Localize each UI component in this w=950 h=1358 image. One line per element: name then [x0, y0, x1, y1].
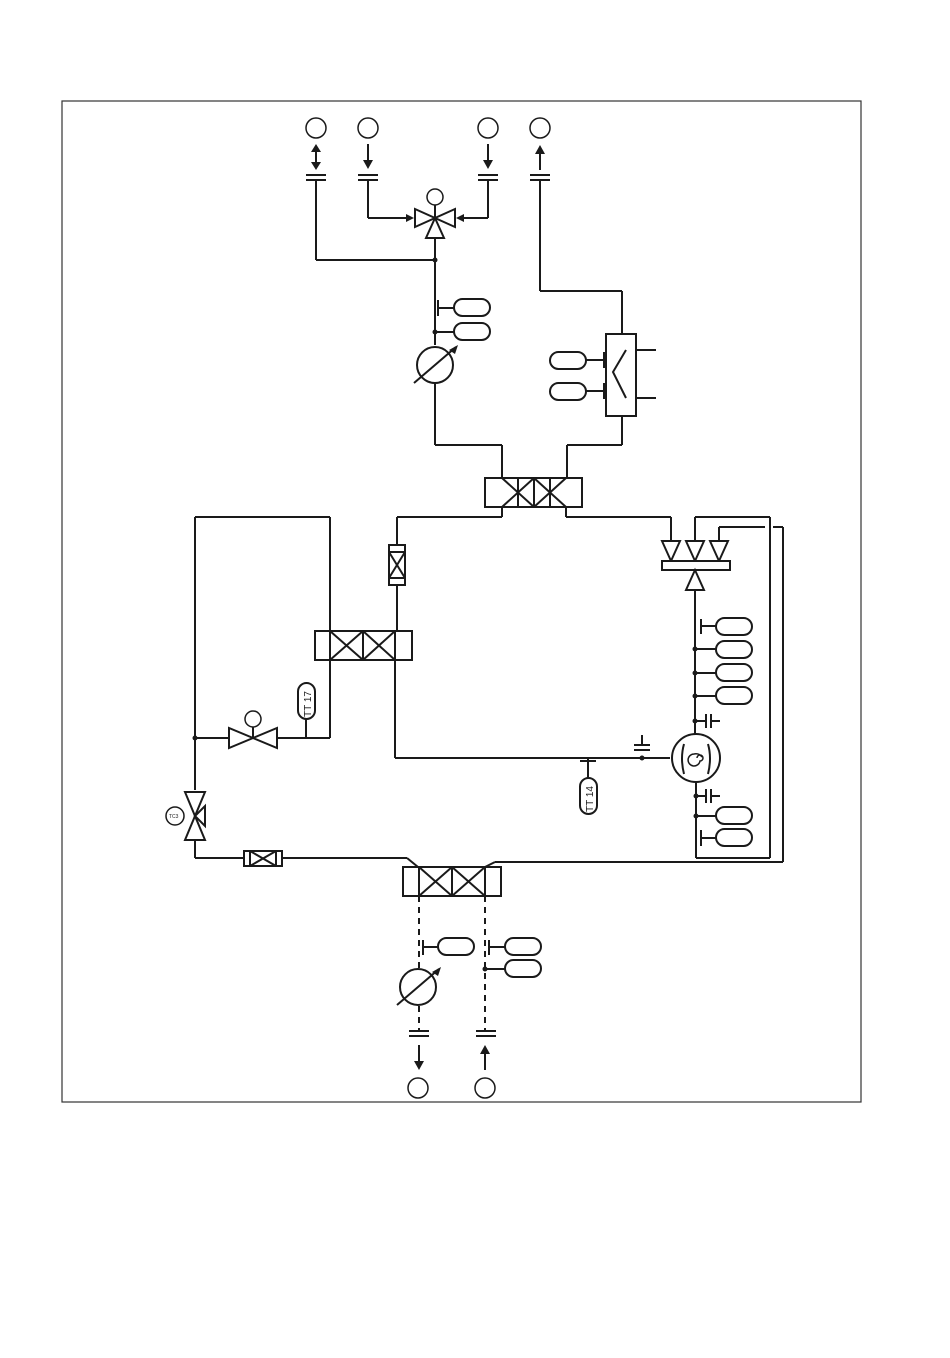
sensor-bulb — [550, 352, 586, 369]
sensor-bulb — [716, 641, 752, 658]
temperature-sensor-tt14: TT 14 — [580, 758, 597, 814]
instrument-group-top — [433, 299, 491, 340]
coupling-icon — [634, 735, 650, 761]
arrow-up-icon — [480, 1045, 490, 1070]
plate-heat-exchanger-middle — [315, 631, 412, 660]
connection-circle-1 — [306, 118, 326, 138]
bottom-piping — [397, 896, 541, 1098]
top-piping — [316, 180, 622, 345]
main-loop-piping — [397, 517, 671, 545]
bidirectional-arrow-icon — [311, 144, 321, 170]
sensor-bulb — [716, 829, 752, 846]
connection-circle-6 — [475, 1078, 495, 1098]
connection-circle-2 — [358, 118, 378, 138]
sensor-bulb — [716, 807, 752, 824]
filter-drier-vertical — [389, 545, 405, 631]
arrow-up-icon — [535, 145, 545, 170]
three-way-valve-top — [415, 189, 455, 238]
sensor-bulb — [505, 938, 541, 955]
sensor-bulb — [716, 618, 752, 635]
solenoid-valve-left — [229, 711, 277, 748]
sensor-bulb — [454, 323, 490, 340]
arrow-down-icon — [483, 144, 493, 169]
piping-to-top-hx — [435, 445, 622, 478]
compressor-instrument-line — [693, 590, 753, 735]
connection-circle-5 — [408, 1078, 428, 1098]
plate-heat-exchanger-top — [485, 478, 582, 517]
arrow-down-icon — [414, 1045, 424, 1070]
pump-variable-top — [414, 345, 458, 445]
scroll-compressor — [672, 734, 720, 782]
sensor-bulb — [438, 938, 474, 955]
arrow-down-icon — [363, 144, 373, 169]
pump-variable-bottom — [397, 967, 441, 1005]
sensor-bulb — [505, 960, 541, 977]
top-connections — [306, 118, 550, 180]
tc-label: TC3 — [169, 814, 179, 820]
temperature-sensor-tt17: TT 17 — [297, 683, 315, 738]
sensor-bulb — [716, 687, 752, 704]
tt17-label: TT 17 — [303, 691, 314, 717]
actuator-circle — [427, 189, 443, 205]
heat-exchanger-top — [550, 334, 656, 445]
expansion-valve: TC3 — [166, 792, 244, 858]
tt14-label: TT 14 — [585, 786, 596, 812]
sensor-bulb — [454, 299, 490, 316]
plate-heat-exchanger-bottom — [403, 862, 783, 896]
compressor-lower-instruments — [694, 782, 771, 858]
sensor-bulb — [716, 664, 752, 681]
left-loop-piping — [193, 517, 671, 790]
coupling-icon — [306, 175, 550, 180]
filter-horizontal — [244, 851, 418, 867]
sensor-bulb — [550, 383, 586, 400]
connection-circle-4 — [530, 118, 550, 138]
connection-circle-3 — [478, 118, 498, 138]
